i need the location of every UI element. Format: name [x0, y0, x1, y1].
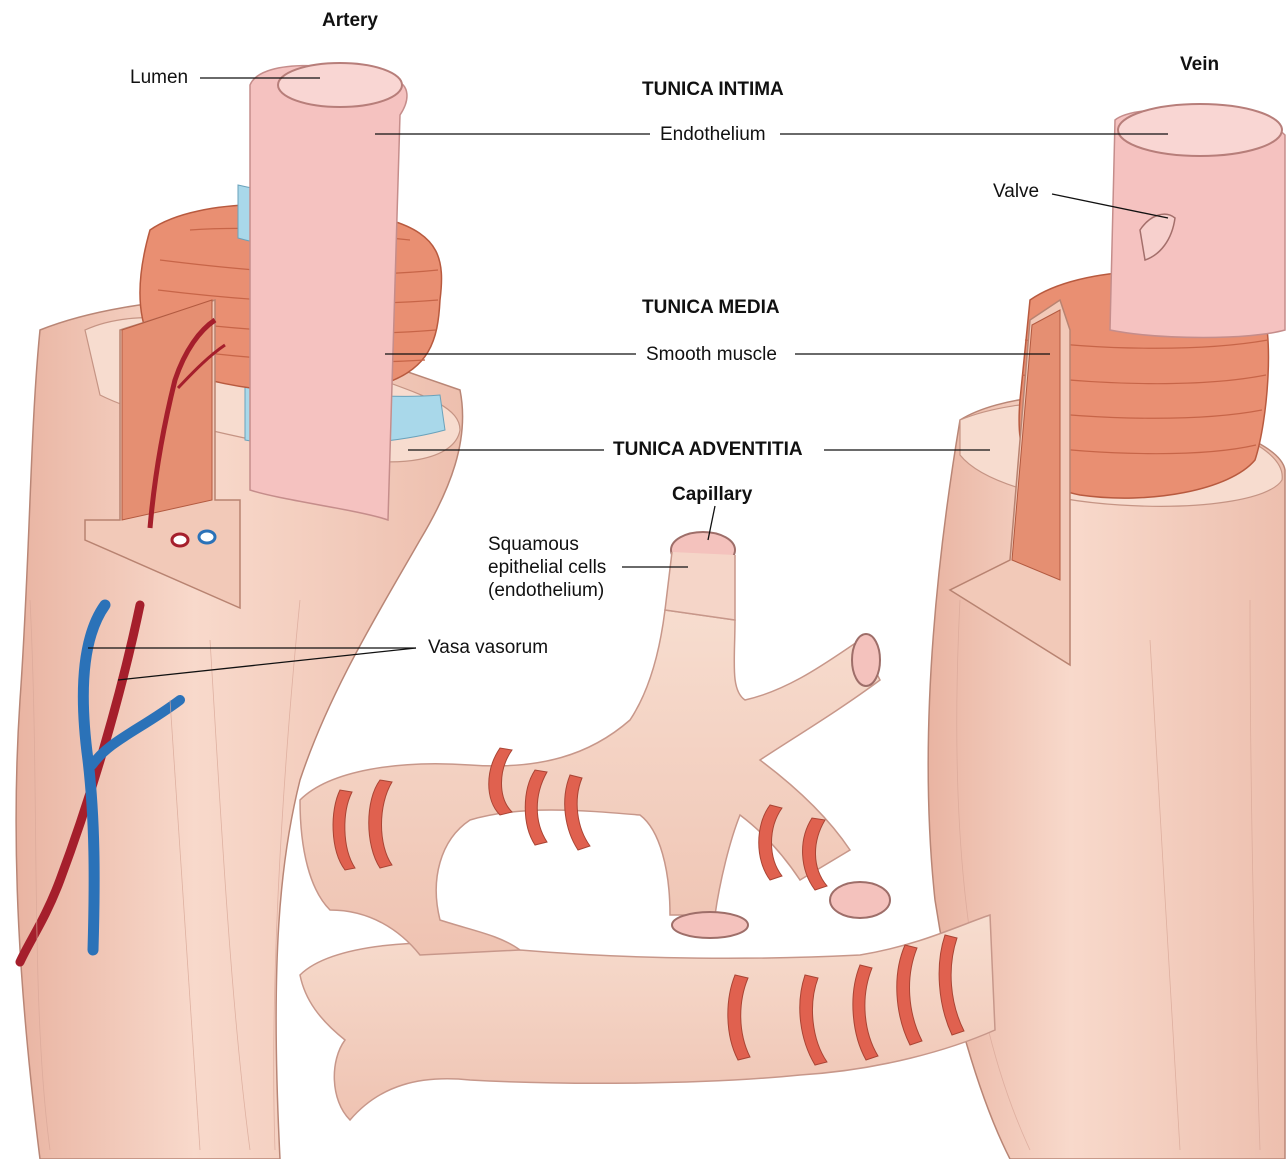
artery-lumen	[278, 63, 402, 107]
tunica-media-label: TUNICA MEDIA	[642, 297, 780, 319]
capillary-opening-right	[852, 634, 880, 686]
squamous-line-2: epithelial cells	[488, 556, 606, 579]
artery-label: Artery	[322, 10, 378, 32]
squamous-line-3: (endothelium)	[488, 579, 606, 602]
squamous-epithelial-label: Squamous epithelial cells (endothelium)	[488, 533, 606, 602]
capillary-opening-bottom	[672, 912, 748, 938]
smooth-muscle-label: Smooth muscle	[646, 344, 777, 366]
tunica-intima-label: TUNICA INTIMA	[642, 79, 784, 101]
valve-label: Valve	[993, 181, 1039, 203]
vein-lumen	[1118, 104, 1282, 156]
vasa-vasorum-label: Vasa vasorum	[428, 637, 548, 659]
tunica-adventitia-label: TUNICA ADVENTITIA	[613, 439, 803, 461]
capillary-label: Capillary	[672, 484, 752, 506]
cut-vessel-blue	[199, 531, 215, 543]
vein-adventitia	[928, 395, 1285, 1159]
endothelium-label: Endothelium	[660, 124, 766, 146]
capillary-stem	[665, 552, 735, 620]
capillary-lower-channel	[300, 915, 995, 1120]
cut-vessel-red	[172, 534, 188, 546]
vein-label: Vein	[1180, 54, 1219, 76]
capillary-opening-branch	[830, 882, 890, 918]
squamous-line-1: Squamous	[488, 533, 606, 556]
lumen-label: Lumen	[130, 67, 188, 89]
capillary-network	[300, 532, 995, 1120]
